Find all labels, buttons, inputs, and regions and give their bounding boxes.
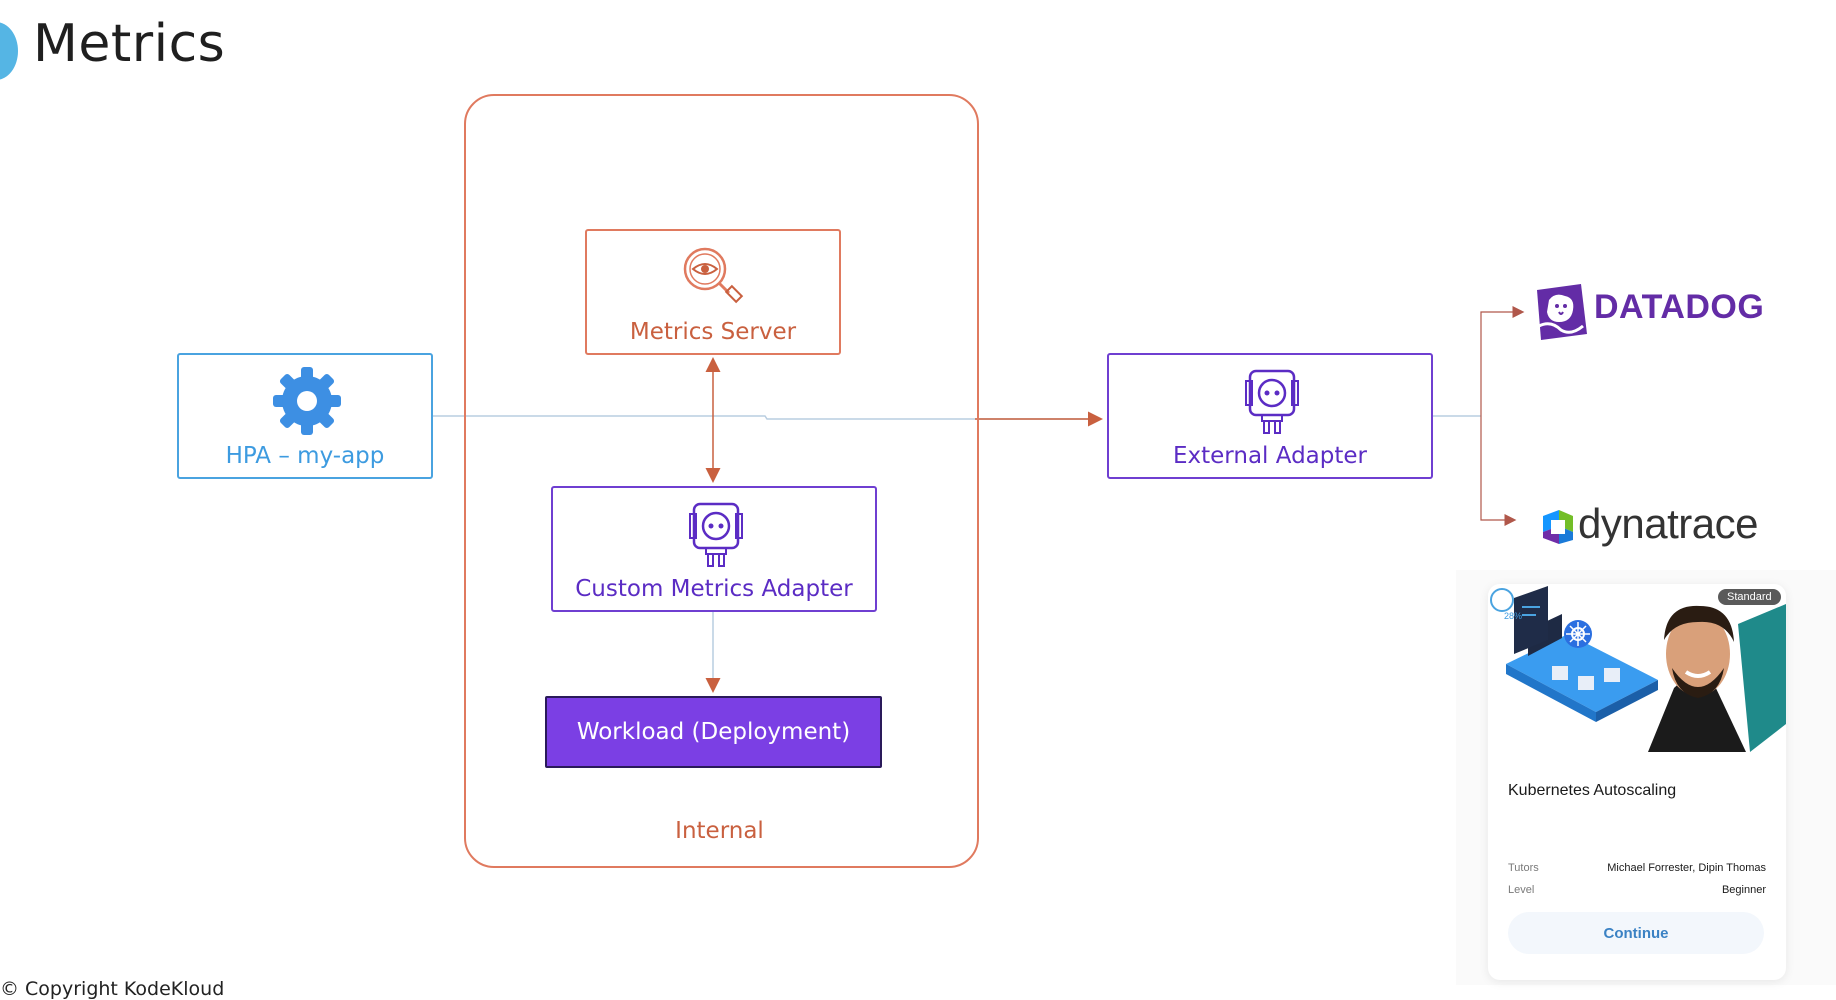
workload-label: Workload (Deployment): [576, 719, 851, 745]
adapter-plug-icon: [1245, 369, 1299, 434]
workload-box: Workload (Deployment): [545, 696, 882, 768]
course-title: Kubernetes Autoscaling: [1508, 782, 1677, 799]
magnifier-eye-icon: [683, 247, 744, 304]
datadog-dog-icon: [1537, 284, 1587, 340]
tutors-value: Michael Forrester, Dipin Thomas: [1607, 862, 1766, 874]
course-badge: Standard: [1718, 589, 1781, 605]
external-adapter-label: External Adapter: [1173, 443, 1367, 469]
level-value: Beginner: [1721, 884, 1766, 896]
gear-icon: [273, 367, 341, 435]
course-illustration: [1490, 586, 1786, 752]
copyright-text: © Copyright KodeKloud: [0, 978, 225, 1000]
kubernetes-wheel-icon: [1564, 620, 1592, 648]
adapter-plug-icon: [689, 502, 743, 567]
page-title: Metrics: [33, 14, 226, 74]
dynatrace-label: dynatrace: [1578, 500, 1758, 547]
hpa-label: HPA – my-app: [225, 443, 385, 469]
progress-ring-label: 28%: [1504, 611, 1523, 621]
course-card[interactable]: 28% Standard Kubernetes Autoscaling Tuto…: [1488, 584, 1786, 980]
internal-frame: [464, 94, 979, 868]
tutors-label: Tutors: [1508, 862, 1539, 874]
external-adapter-box: External Adapter: [1107, 353, 1433, 479]
branch-to-dynatrace-connector: [1480, 416, 1517, 526]
hpa-box: HPA – my-app: [177, 353, 433, 479]
custom-metrics-adapter-box: Custom Metrics Adapter: [551, 486, 877, 612]
branch-to-datadog-connector: [1480, 306, 1525, 416]
metrics-server-label: Metrics Server: [629, 319, 797, 345]
dynatrace-cube-icon: [1543, 510, 1573, 544]
metrics-server-box: Metrics Server: [585, 229, 841, 355]
kodekloud-logo-icon: [0, 22, 18, 80]
course-card-media: 28% Standard: [1488, 584, 1786, 752]
datadog-label: DATADOG: [1594, 288, 1765, 326]
hpa-to-external-connector: [433, 415, 1100, 420]
level-label: Level: [1508, 884, 1535, 896]
internal-label: Internal: [675, 818, 764, 844]
continue-button[interactable]: Continue: [1508, 912, 1764, 954]
custom-metrics-adapter-label: Custom Metrics Adapter: [575, 576, 853, 602]
